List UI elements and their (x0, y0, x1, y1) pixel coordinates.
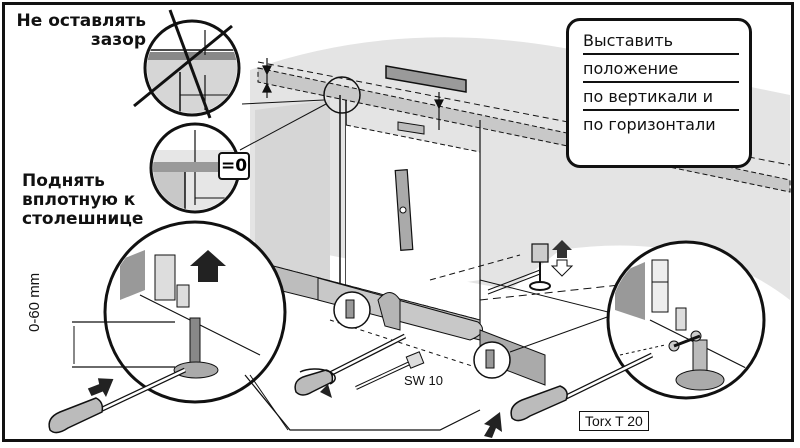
zero-gap-badge: =0 (218, 152, 250, 180)
right-arrow-icon (484, 412, 502, 438)
callout-line: положение (583, 55, 739, 83)
screwdriver-icon (48, 367, 187, 434)
alignment-callout: Выставить положение по вертикали и по го… (566, 18, 752, 168)
up-arrow-icon (190, 250, 226, 282)
gap-arrows (262, 58, 444, 130)
callout-line: по горизонтали (583, 115, 716, 134)
bottom-panel-outline (244, 374, 481, 431)
no-gap-label: Не оставлять зазор (16, 11, 146, 51)
detail-circle-right-foot (473, 315, 611, 379)
torx-label: Torx T 20 (579, 411, 649, 431)
magnifier-foot-height (72, 220, 289, 431)
magnifier-torx (606, 240, 766, 400)
callout-line: по вертикали и (583, 83, 739, 111)
raise-to-worktop-label: Поднять вплотную к столешнице (22, 171, 144, 230)
wrench-icon (294, 333, 425, 396)
magnifier-no-gap (133, 9, 241, 119)
detail-circle-top (239, 76, 361, 151)
level-icon (385, 65, 467, 93)
dishwasher-door (339, 95, 481, 340)
up-arrow-icon (550, 240, 574, 277)
height-range-label: 0-60 mm (26, 272, 43, 332)
rotate-icon (299, 368, 336, 398)
rear-foot (487, 243, 551, 295)
wrench-size-label: SW 10 (404, 373, 444, 388)
right-arrow-icon (87, 378, 114, 397)
callout-line: Выставить (583, 27, 739, 55)
detail-circle-left-foot (333, 291, 371, 329)
screwdriver-icon (510, 352, 654, 422)
